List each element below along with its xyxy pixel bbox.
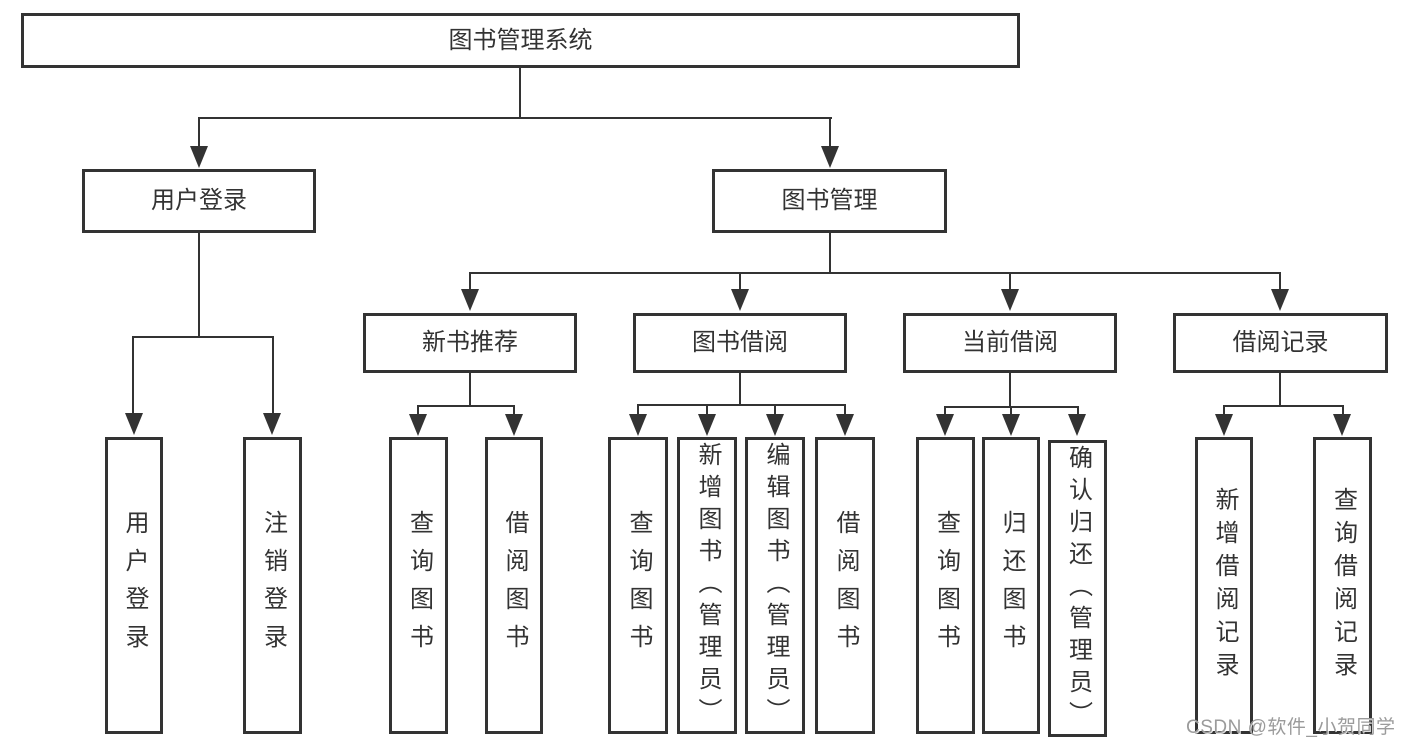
connector-drop-level3 xyxy=(739,272,741,291)
leaf-confirm-return-admin: 确认归还（管理员） xyxy=(1048,440,1107,737)
arrowhead-icon xyxy=(936,414,954,436)
arrowhead-icon xyxy=(190,146,208,168)
connector-borrow-record-stub xyxy=(1279,373,1281,407)
leaf-return-book: 归还图书 xyxy=(982,437,1040,734)
arrowhead-icon xyxy=(1333,414,1351,436)
leaf-query-books-3: 查询图书 xyxy=(916,437,975,734)
connector-drop-leaf xyxy=(844,404,846,416)
csdn-watermark: CSDN @软件_小贺同学 xyxy=(1186,717,1396,738)
connector-drop-leaf xyxy=(1077,406,1079,416)
arrowhead-icon xyxy=(766,414,784,436)
arrowhead-icon xyxy=(461,289,479,311)
connector-drop-leaf xyxy=(272,336,274,415)
connector-current-borrow-stub xyxy=(1009,373,1011,408)
connector-book-management-stub xyxy=(829,233,831,274)
arrowhead-icon xyxy=(1001,289,1019,311)
connector-drop-leaf xyxy=(944,406,946,416)
leaf-query-borrow-record: 查询借阅记录 xyxy=(1313,437,1372,734)
arrowhead-icon xyxy=(1002,414,1020,436)
connector-drop-level3 xyxy=(469,272,471,291)
connector-drop-leaf xyxy=(417,405,419,416)
connector-new-book-bar xyxy=(417,405,515,407)
node-book-borrow: 图书借阅 xyxy=(633,313,847,373)
connector-root-stub xyxy=(519,68,521,118)
connector-drop-leaf xyxy=(1342,405,1344,416)
arrowhead-icon xyxy=(1271,289,1289,311)
arrowhead-icon xyxy=(505,414,523,436)
node-book-borrow-label: 图书借阅 xyxy=(692,329,788,356)
node-root-label: 图书管理系统 xyxy=(448,26,593,54)
connector-user-login-stub xyxy=(198,233,200,338)
node-root: 图书管理系统 xyxy=(21,13,1020,68)
arrowhead-icon xyxy=(1215,414,1233,436)
node-book-management: 图书管理 xyxy=(712,169,947,233)
arrowhead-icon xyxy=(698,414,716,436)
leaf-label: 查询图书 xyxy=(625,509,652,662)
arrowhead-icon xyxy=(836,414,854,436)
connector-book-management-bar xyxy=(469,272,1281,274)
arrowhead-icon xyxy=(821,146,839,168)
node-user-login: 用户登录 xyxy=(82,169,316,233)
arrowhead-icon xyxy=(263,413,281,435)
node-user-login-label: 用户登录 xyxy=(151,187,247,214)
connector-drop-leaf xyxy=(513,405,515,416)
connector-drop-leaf xyxy=(1010,406,1012,416)
connector-drop-leaf xyxy=(1223,405,1225,416)
leaf-logout: 注销登录 xyxy=(243,437,302,734)
node-borrow-record: 借阅记录 xyxy=(1173,313,1388,373)
leaf-label: 查询借阅记录 xyxy=(1329,486,1357,685)
leaf-query-books-2: 查询图书 xyxy=(608,437,668,734)
connector-drop-leaf xyxy=(132,336,134,415)
connector-drop-leaf xyxy=(706,404,708,416)
connector-user-login-bar xyxy=(132,336,274,338)
leaf-label: 借阅图书 xyxy=(501,509,528,662)
leaf-borrow-books-1: 借阅图书 xyxy=(485,437,543,734)
leaf-label: 用户登录 xyxy=(121,509,148,662)
connector-drop-book-management xyxy=(829,117,831,148)
leaf-add-borrow-record: 新增借阅记录 xyxy=(1195,437,1253,734)
node-new-book-recommend: 新书推荐 xyxy=(363,313,577,373)
leaf-label: 新增借阅记录 xyxy=(1211,486,1238,685)
connector-drop-level3 xyxy=(1009,272,1011,291)
connector-drop-user-login xyxy=(198,117,200,148)
node-book-management-label: 图书管理 xyxy=(781,187,878,214)
node-current-borrow: 当前借阅 xyxy=(903,313,1117,373)
arrowhead-icon xyxy=(1068,414,1086,436)
leaf-label: 注销登录 xyxy=(259,509,287,662)
leaf-label: 归还图书 xyxy=(998,509,1025,662)
leaf-label: 编辑图书（管理员） xyxy=(762,441,789,730)
node-borrow-record-label: 借阅记录 xyxy=(1232,329,1329,356)
leaf-label: 查询图书 xyxy=(405,509,433,662)
leaf-add-book-admin: 新增图书（管理员） xyxy=(677,437,737,734)
leaf-borrow-books-2: 借阅图书 xyxy=(815,437,875,734)
connector-drop-leaf xyxy=(774,404,776,416)
arrowhead-icon xyxy=(409,414,427,436)
node-current-borrow-label: 当前借阅 xyxy=(962,329,1058,356)
connector-book-borrow-stub xyxy=(739,373,741,406)
connector-root-bar xyxy=(198,117,832,119)
arrowhead-icon xyxy=(125,413,143,435)
connector-book-borrow-bar xyxy=(637,404,846,406)
connector-new-book-stub xyxy=(469,373,471,407)
arrowhead-icon xyxy=(731,289,749,311)
leaf-label: 查询图书 xyxy=(932,509,960,662)
leaf-label: 确认归还（管理员） xyxy=(1064,444,1092,733)
connector-borrow-record-bar xyxy=(1223,405,1344,407)
leaf-label: 借阅图书 xyxy=(832,509,859,662)
connector-drop-leaf xyxy=(637,404,639,416)
leaf-edit-book-admin: 编辑图书（管理员） xyxy=(745,437,805,734)
leaf-query-books-1: 查询图书 xyxy=(389,437,448,734)
leaf-label: 新增图书（管理员） xyxy=(694,441,721,730)
connector-drop-level3 xyxy=(1279,272,1281,291)
leaf-user-login: 用户登录 xyxy=(105,437,163,734)
node-new-book-recommend-label: 新书推荐 xyxy=(422,329,518,356)
arrowhead-icon xyxy=(629,414,647,436)
